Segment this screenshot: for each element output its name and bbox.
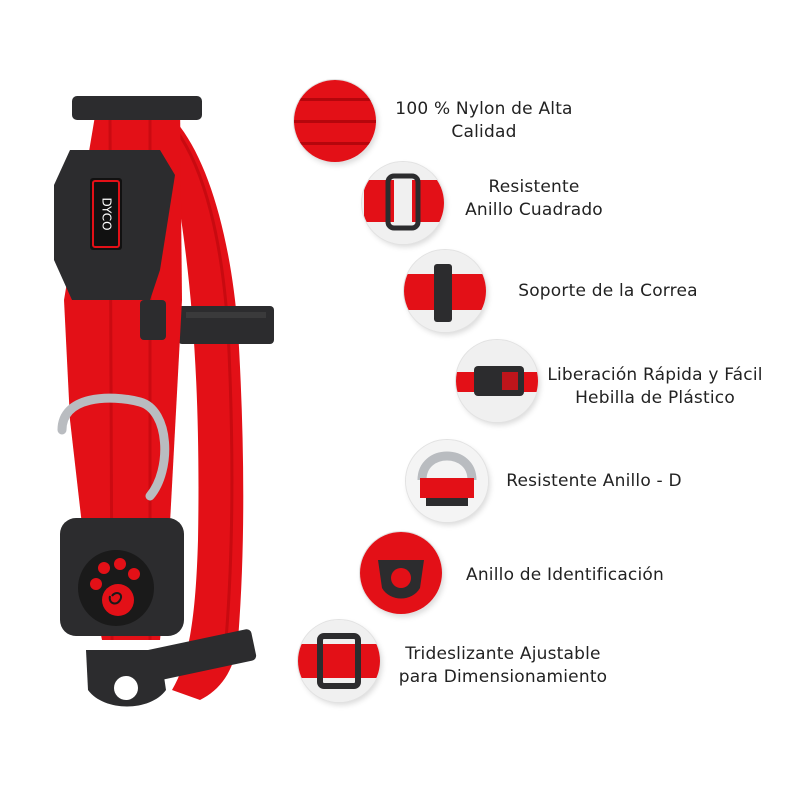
feature-thumb-id-ring bbox=[360, 532, 442, 614]
feature-label-tri-glide: Trideslizante Ajustable para Dimensionam… bbox=[398, 644, 608, 687]
id-ring-icon bbox=[360, 532, 442, 614]
d-ring-icon bbox=[406, 440, 488, 522]
d-ring bbox=[57, 393, 170, 501]
feature-thumb-d-ring bbox=[406, 440, 488, 522]
quick-release-buckle-icon bbox=[456, 340, 538, 422]
feature-thumb-buckle bbox=[456, 340, 538, 422]
paw-logo bbox=[90, 558, 140, 616]
feature-label-square-ring: Resistente Anillo Cuadrado bbox=[465, 177, 603, 220]
feature-label-id-ring: Anillo de Identificación bbox=[466, 565, 664, 585]
feature-thumb-strap-keeper bbox=[404, 250, 486, 332]
quick-release-buckle bbox=[72, 96, 202, 120]
feature-label-d-ring: Resistente Anillo - D bbox=[506, 471, 682, 491]
buckle-brand-logo: DYCO bbox=[100, 197, 114, 230]
feature-thumb-tri-glide bbox=[298, 620, 380, 702]
strap-keeper bbox=[178, 306, 274, 344]
nylon-strap-icon bbox=[294, 80, 376, 162]
square-ring-icon bbox=[362, 162, 444, 244]
feature-label-nylon: 100 % Nylon de Alta Calidad bbox=[395, 99, 573, 142]
strap-keeper-icon bbox=[404, 250, 486, 332]
tri-glide-slider-icon bbox=[298, 620, 380, 702]
feature-thumb-nylon bbox=[294, 80, 376, 162]
feature-label-buckle: Liberación Rápida y Fácil Hebilla de Plá… bbox=[547, 365, 763, 408]
feature-label-strap-keeper: Soporte de la Correa bbox=[518, 281, 698, 301]
feature-thumb-square-ring bbox=[362, 162, 444, 244]
